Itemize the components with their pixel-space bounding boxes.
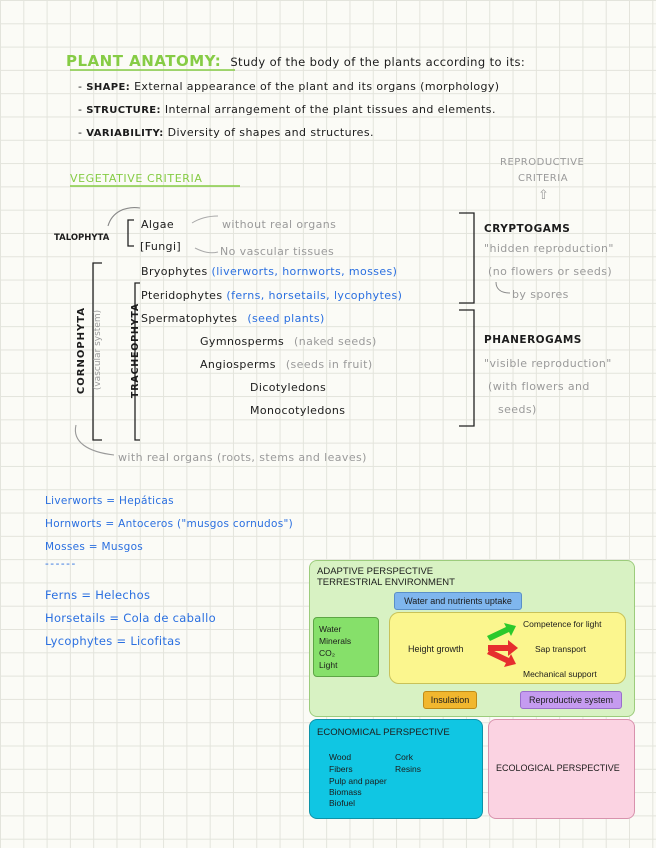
phanerogams-note-1: "visible reproduction" <box>484 357 612 370</box>
economical-pulp: Pulp and paper <box>329 776 387 786</box>
real-organs-note: with real organs (roots, stems and leave… <box>118 451 367 464</box>
cornophyta-label: CORNOPHYTA <box>76 306 88 395</box>
resource-water: Water <box>319 624 342 634</box>
algae-label: Algae <box>141 218 175 231</box>
economical-biofuel: Biofuel <box>329 798 355 808</box>
economical-wood: Wood <box>329 752 352 762</box>
phanerogams-label: PHANEROGAMS <box>484 334 582 346</box>
angiosperms-row: Angiosperms (seeds in fruit) <box>200 358 373 371</box>
economical-cork: Cork <box>395 752 413 762</box>
economical-biomass: Biomass <box>329 787 362 797</box>
pteridophytes-row: Pteridophytes (ferns, horsetails, lycoph… <box>141 289 403 302</box>
resource-co2: CO₂ <box>319 648 336 658</box>
cryptogams-note-1: "hidden reproduction" <box>484 242 614 255</box>
adaptive-title: ADAPTIVE PERSPECTIVE <box>317 566 434 577</box>
reproductive-criteria-line2: CRITERIA <box>518 173 569 184</box>
reproductive-system-box: Reproductive system <box>520 691 622 709</box>
definition-variability: - VARIABILITY: Diversity of shapes and s… <box>78 126 374 139</box>
without-real-organs-note: without real organs <box>222 218 337 231</box>
glossary-ferns: Ferns = Helechos <box>45 588 151 602</box>
title-line: PLANT ANATOMY: Study of the body of the … <box>66 51 525 70</box>
economical-title: ECONOMICAL PERSPECTIVE <box>317 727 450 738</box>
resource-minerals: Minerals <box>319 636 352 646</box>
resources-box <box>313 617 379 677</box>
bryophytes-row: Bryophytes (liverworts, hornworts, mosse… <box>141 265 398 278</box>
definition-structure: - STRUCTURE: Internal arrangement of the… <box>78 103 496 116</box>
ecological-title: ECOLOGICAL PERSPECTIVE <box>496 763 620 773</box>
glossary-horsetails: Horsetails = Cola de caballo <box>45 611 216 625</box>
title-description: Study of the body of the plants accordin… <box>230 55 526 69</box>
gymnosperms-row: Gymnosperms (naked seeds) <box>200 335 377 348</box>
economical-perspective-panel <box>309 719 483 819</box>
glossary-hornworts: Hornworts = Antoceros ("musgos cornudos"… <box>45 518 294 530</box>
cryptogams-label: CRYPTOGAMS <box>484 223 571 235</box>
definition-shape: - SHAPE: External appearance of the plan… <box>78 80 500 93</box>
glossary-liverworts: Liverworts = Hepáticas <box>45 495 174 507</box>
water-nutrients-box: Water and nutrients uptake <box>394 592 522 610</box>
terrestrial-title: TERRESTRIAL ENVIRONMENT <box>317 577 455 588</box>
phanerogams-note-2: (with flowers and <box>488 380 590 393</box>
insulation-box: Insulation <box>423 691 477 709</box>
reproductive-criteria-line1: REPRODUCTIVE <box>500 157 585 168</box>
competence-label: Competence for light <box>523 619 602 629</box>
tracheophyta-label: TRACHEOPHYTA <box>130 302 142 399</box>
fungi-label: [Fungi] <box>140 240 182 253</box>
glossary-divider: ------ <box>45 558 77 570</box>
dicotyledons-label: Dicotyledons <box>250 381 327 394</box>
economical-fibers: Fibers <box>329 764 353 774</box>
glossary-lycophytes: Lycophytes = Licofitas <box>45 634 181 648</box>
talophyta-label: TALOPHYTA <box>54 233 110 243</box>
resource-light: Light <box>319 660 338 670</box>
cryptogams-note-3: by spores <box>512 288 569 301</box>
vegetative-criteria: VEGETATIVE CRITERIA <box>70 172 203 185</box>
glossary-mosses: Mosses = Musgos <box>45 541 144 553</box>
sap-transport-label: Sap transport <box>535 644 587 654</box>
height-growth-label: Height growth <box>408 644 464 654</box>
economical-resins: Resins <box>395 764 421 774</box>
monocotyledons-label: Monocotyledons <box>250 404 346 417</box>
no-vascular-note: No vascular tissues <box>220 245 335 258</box>
cryptogams-note-2: (no flowers or seeds) <box>488 265 613 278</box>
vascular-system-label: (vascular system) <box>93 309 104 391</box>
mechanical-support-label: Mechanical support <box>523 669 597 679</box>
ecological-perspective-panel <box>488 719 635 819</box>
spermatophytes-row: Spermatophytes (seed plants) <box>141 312 325 325</box>
page-title: PLANT ANATOMY: <box>66 52 222 70</box>
up-arrow-icon: ⇧ <box>538 188 549 203</box>
phanerogams-note-3: seeds) <box>498 403 537 416</box>
